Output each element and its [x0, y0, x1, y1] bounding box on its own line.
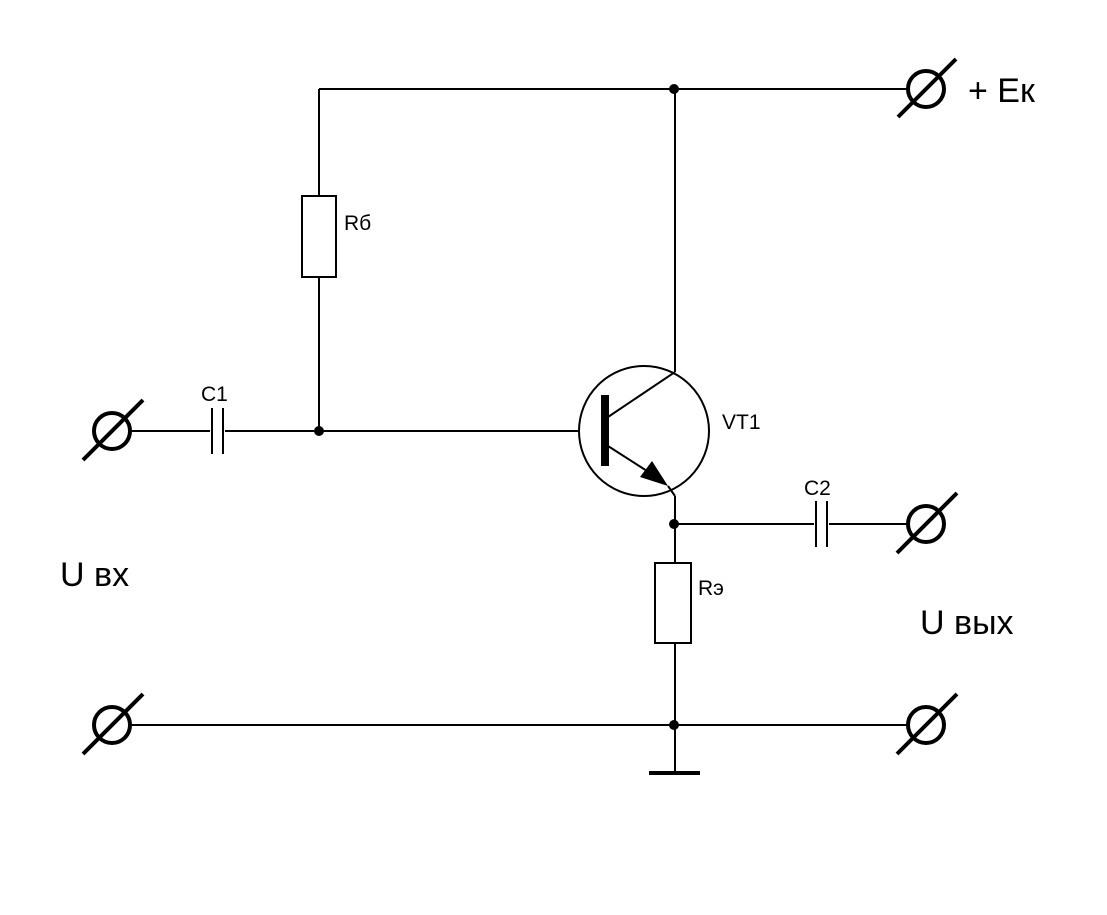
- input-line: [130, 408, 580, 454]
- terminal-output-top: [895, 491, 959, 555]
- base-resistor: [301, 195, 337, 278]
- junction-node-supply: [669, 84, 679, 94]
- supply-label: + Eк: [968, 72, 1036, 110]
- input-capacitor: [211, 408, 224, 454]
- terminal-supply: [896, 57, 958, 119]
- input-voltage-label: U вх: [60, 556, 129, 594]
- emitter-resistor-branch: [654, 562, 692, 773]
- junction-node-ground: [669, 720, 679, 730]
- terminal-input-bottom: [81, 692, 145, 756]
- emitter-arrow: [640, 461, 668, 486]
- output-voltage-label: U вых: [920, 604, 1014, 642]
- base-resistor-label: Rб: [344, 212, 371, 235]
- emitter-resistor: [654, 562, 692, 644]
- output-capacitor-label: C2: [804, 477, 831, 500]
- output-capacitor: [815, 501, 828, 547]
- transistor: [578, 89, 710, 563]
- junction-node-base: [314, 426, 324, 436]
- ground-rail: [130, 724, 908, 775]
- emitter-resistor-label: Rэ: [698, 577, 724, 600]
- transistor-label: VT1: [722, 411, 761, 434]
- base-resistor-branch: [301, 89, 337, 431]
- junction-node-emitter: [669, 519, 679, 529]
- terminal-input-top: [81, 398, 145, 462]
- output-line: [675, 501, 908, 547]
- terminal-output-bottom: [895, 692, 959, 756]
- input-capacitor-label: C1: [201, 383, 228, 406]
